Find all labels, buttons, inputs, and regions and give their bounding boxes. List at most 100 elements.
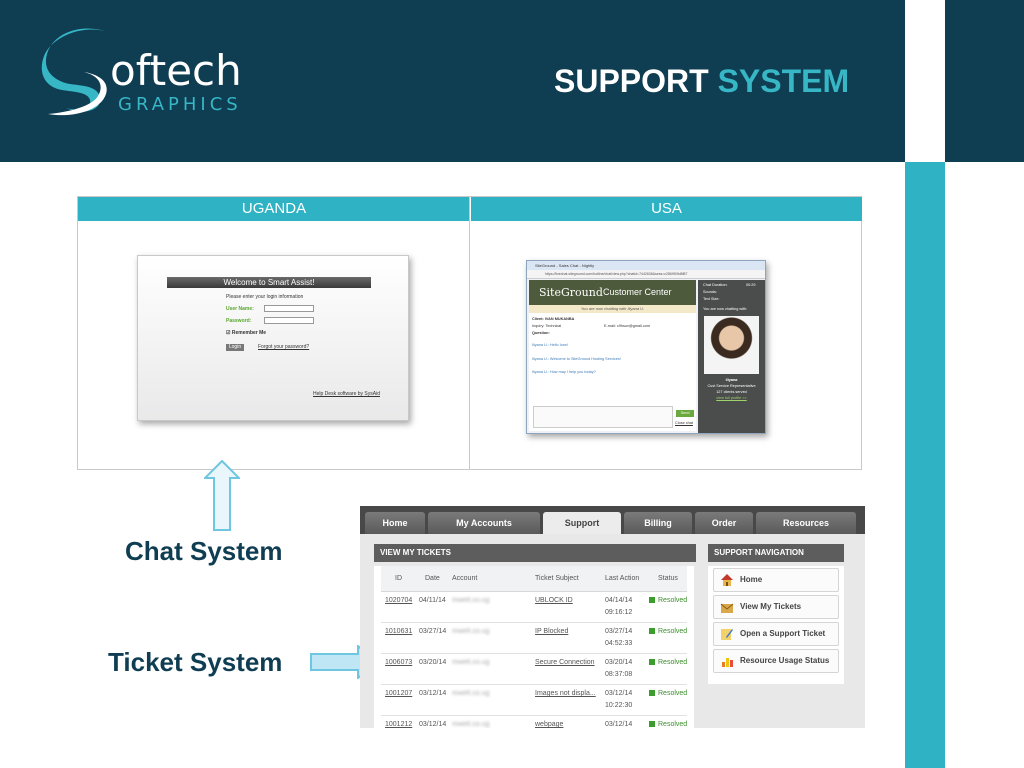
table-row: 1020704 04/11/14 mwelt.co.ug UBLOCK ID 0… — [381, 593, 687, 623]
client-email: E-mail: c9hsuv@gmail.com — [604, 324, 651, 328]
col-last-action: Last Action — [605, 575, 640, 582]
side-chatting-with: You are now chatting with: — [703, 307, 748, 311]
ticket-id-link[interactable]: 1006073 — [385, 659, 413, 666]
inquiry-type: Inquiry: Technical — [532, 324, 562, 328]
ticket-date: 03/20/14 — [419, 659, 447, 666]
password-label: Password: — [226, 318, 252, 324]
nav-resource-usage-status-label: Resource Usage Status — [740, 656, 830, 665]
check-icon — [649, 690, 655, 696]
house-icon — [721, 574, 733, 586]
last-action-time: 09:16:12 — [605, 609, 633, 616]
status-badge: Resolved — [649, 659, 687, 666]
main-nav-tabs: Home My Accounts Support Billing Order R… — [360, 506, 865, 534]
status-text: Resolved — [658, 597, 688, 604]
tickets-table-header: ID Date Account Ticket Subject Last Acti… — [381, 566, 687, 592]
ticket-date: 04/11/14 — [419, 597, 446, 604]
table-row: 1010631 03/27/14 mwelt.co.ug IP Blocked … — [381, 624, 687, 654]
rep-clients: 127 clients served — [716, 390, 747, 394]
status-text: Resolved — [658, 690, 688, 697]
ticket-subject-link[interactable]: Images not displa... — [535, 690, 596, 697]
siteground-logo: SiteGround — [539, 286, 603, 299]
nav-home[interactable]: Home — [713, 568, 839, 592]
status-badge: Resolved — [649, 597, 687, 604]
tab-my-accounts[interactable]: My Accounts — [428, 512, 540, 534]
ticket-id-link[interactable]: 1020704 — [385, 597, 413, 604]
status-badge: Resolved — [649, 721, 687, 728]
chat-message: Iliyana U.: Hello Ivan! — [532, 343, 568, 347]
view-my-tickets-header: VIEW MY TICKETS — [374, 544, 696, 562]
ticket-id-link[interactable]: 1001212 — [385, 721, 413, 728]
last-action-date: 04/14/14 — [605, 597, 633, 604]
check-icon — [649, 659, 655, 665]
decorative-stripe-teal — [905, 162, 945, 768]
check-icon — [649, 628, 655, 634]
nav-home-label: Home — [740, 575, 763, 584]
smart-assist-screenshot: Welcome to Smart Assist! Please enter yo… — [137, 255, 409, 421]
ticket-subject-link[interactable]: webpage — [535, 721, 564, 728]
title-system: SYSTEM — [717, 63, 850, 99]
login-prompt: Please enter your login information — [226, 294, 304, 300]
nav-view-my-tickets[interactable]: View My Tickets — [713, 595, 839, 619]
chat-message: Iliyana U.: Welcome to SiteGround Hostin… — [532, 357, 621, 361]
username-label: User Name: — [226, 306, 254, 312]
chat-window-title: SiteGround - Sales Chat - Nightly — [527, 261, 765, 270]
last-action-time: 10:22:30 — [605, 702, 633, 709]
col-account: Account — [452, 575, 478, 582]
send-button: Send — [676, 410, 694, 417]
remember-me-label: Remember Me — [231, 330, 267, 336]
ticket-subject-link[interactable]: IP Blocked — [535, 628, 569, 635]
chat-message: Iliyana U.: How may I help you today? — [532, 370, 596, 374]
client-name: Client: IVAN MUKANBA — [532, 317, 575, 321]
nav-open-support-ticket[interactable]: Open a Support Ticket — [713, 622, 839, 646]
col-date: Date — [425, 575, 440, 582]
nav-view-my-tickets-label: View My Tickets — [740, 602, 802, 611]
rep-title: Cust Service Representative — [707, 384, 756, 388]
notepad-pencil-icon — [721, 629, 733, 640]
siteground-chat-screenshot: SiteGround - Sales Chat - Nightly https:… — [526, 260, 766, 434]
nav-resource-usage-status[interactable]: Resource Usage Status — [713, 649, 839, 673]
ticket-system-label: Ticket System — [108, 647, 283, 677]
ticket-subject-link[interactable]: Secure Connection — [535, 659, 595, 666]
ticket-system-screenshot: Home My Accounts Support Billing Order R… — [360, 506, 865, 728]
ticket-id-link[interactable]: 1010631 — [385, 628, 413, 635]
bar-chart-icon — [722, 658, 733, 667]
logo-subtitle: GRAPHICS — [118, 94, 242, 115]
comparison-table: UGANDA USA Welcome to Smart Assist! Plea… — [77, 196, 862, 470]
chat-transcript: Client: IVAN MUKANBA Inquiry: Technical … — [529, 313, 696, 431]
decorative-stripe-white — [905, 0, 945, 162]
column-header-usa: USA — [471, 197, 862, 221]
ticket-account: mwelt.co.ug — [452, 690, 490, 697]
nav-open-support-ticket-label: Open a Support Ticket — [740, 629, 826, 638]
column-divider — [469, 197, 470, 469]
softech-s-logo-icon — [41, 28, 108, 116]
tab-resources[interactable]: Resources — [756, 512, 856, 534]
status-badge: Resolved — [649, 628, 687, 635]
question-label: Question: — [532, 331, 550, 335]
envelope-icon — [720, 603, 734, 613]
ticket-id-link[interactable]: 1001207 — [385, 690, 413, 697]
header-bar: oftech GRAPHICS SUPPORT SYSTEM — [0, 0, 1024, 162]
col-ticket-subject: Ticket Subject — [535, 575, 579, 582]
username-field — [264, 305, 314, 312]
tab-order[interactable]: Order — [695, 512, 753, 534]
status-badge: Resolved — [649, 690, 687, 697]
tab-billing[interactable]: Billing — [624, 512, 692, 534]
tab-support[interactable]: Support — [543, 512, 621, 534]
support-navigation: Home View My Tickets Open a Support Tick… — [708, 566, 844, 684]
forgot-password-link: Forgot your password? — [258, 344, 310, 350]
chat-input — [533, 406, 673, 428]
ticket-subject-link[interactable]: UBLOCK ID — [535, 597, 573, 604]
sounds-label: Sounds: — [703, 290, 717, 294]
table-row: 1006073 03/20/14 mwelt.co.ug Secure Conn… — [381, 655, 687, 685]
tab-home[interactable]: Home — [365, 512, 425, 534]
status-text: Resolved — [658, 628, 688, 635]
support-navigation-header: SUPPORT NAVIGATION — [708, 544, 844, 562]
title-support: SUPPORT — [554, 63, 709, 99]
tickets-table: ID Date Account Ticket Subject Last Acti… — [374, 566, 694, 728]
arrow-up-icon — [204, 460, 240, 531]
chat-system-label: Chat System — [125, 536, 283, 566]
text-size-label: Text Size: — [703, 297, 720, 301]
check-icon — [649, 721, 655, 727]
checkbox-icon: ☑ — [226, 330, 231, 336]
column-header-uganda: UGANDA — [78, 197, 470, 221]
